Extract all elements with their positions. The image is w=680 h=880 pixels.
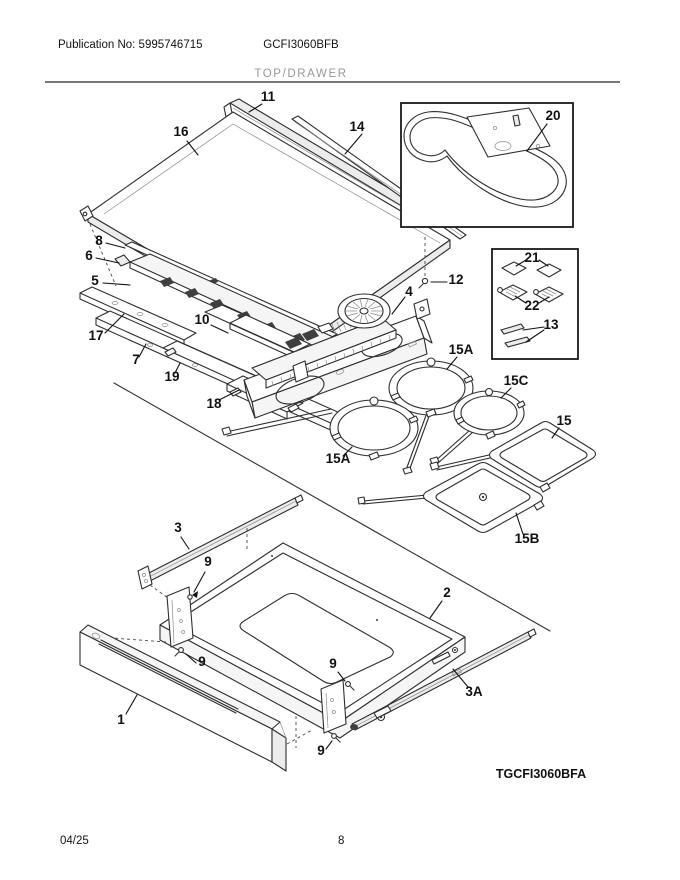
callout-15: 15 xyxy=(556,413,572,428)
element-15B-plate xyxy=(357,461,545,534)
callout-8: 8 xyxy=(95,233,103,248)
callout-6: 6 xyxy=(85,248,93,263)
callout-7: 7 xyxy=(132,352,140,367)
callout-12: 12 xyxy=(448,272,463,287)
projection-dash xyxy=(286,729,313,745)
screw-9-a xyxy=(187,591,198,600)
callout-13: 13 xyxy=(543,317,559,332)
callout-11: 11 xyxy=(261,89,276,104)
callout-10: 10 xyxy=(194,312,209,327)
seal-21-right xyxy=(536,263,562,278)
vent-slots xyxy=(271,334,391,387)
callout-15C: 15C xyxy=(504,373,529,388)
callout-4: 4 xyxy=(405,284,413,299)
callout-15A-left: 15A xyxy=(326,451,351,466)
callout-9-c: 9 xyxy=(329,656,337,671)
section-title: TOP/DRAWER xyxy=(254,68,347,80)
section-divider-line xyxy=(113,382,551,632)
callout-3A: 3A xyxy=(465,684,483,699)
burner-box-4 xyxy=(243,315,433,419)
projection-dash xyxy=(89,223,117,287)
seal-22-right xyxy=(533,286,564,303)
drawer-front-panel-1 xyxy=(79,624,287,772)
drawer-slide-rail-3 xyxy=(137,494,304,590)
callout-5: 5 xyxy=(91,273,99,288)
footer-page-number: 8 xyxy=(338,835,344,847)
leader-lines xyxy=(95,103,560,750)
callout-17: 17 xyxy=(88,328,103,343)
drawer-slide-rail-3A xyxy=(350,628,537,731)
callout-20: 20 xyxy=(545,108,560,123)
footer-date: 04/25 xyxy=(60,835,89,847)
clip-6 xyxy=(114,254,131,267)
model-number: GCFI3060BFB xyxy=(263,39,339,51)
callout-9-b: 9 xyxy=(198,654,206,669)
clip-13-b xyxy=(504,336,531,348)
seal-22-left xyxy=(497,284,528,301)
callout-18: 18 xyxy=(206,396,222,411)
callout-3: 3 xyxy=(174,520,182,535)
callout-labels: 11 16 14 20 8 6 5 17 7 10 19 18 4 12 21 … xyxy=(85,89,572,758)
callout-16: 16 xyxy=(173,124,189,139)
callout-15A-right: 15A xyxy=(449,342,474,357)
callout-2: 2 xyxy=(443,585,451,600)
callout-19: 19 xyxy=(164,369,179,384)
drawer-pan-2 xyxy=(159,542,466,739)
callout-1: 1 xyxy=(117,712,125,727)
callout-14: 14 xyxy=(349,119,365,134)
element-15A-left xyxy=(221,396,419,461)
inset-box-clips xyxy=(491,248,579,360)
publication-number: Publication No: 5995746715 xyxy=(58,39,203,51)
blower-fan xyxy=(337,293,431,329)
screw-9-b xyxy=(174,647,184,657)
seal-21-left xyxy=(501,261,527,276)
callout-9-a: 9 xyxy=(204,554,212,569)
diagram-code: TGCFI3060BFA xyxy=(496,767,586,781)
screw-12 xyxy=(418,234,429,289)
slide-bracket-front xyxy=(320,679,347,734)
projection-dash xyxy=(149,584,169,599)
screw-9-c xyxy=(345,681,355,691)
element-15-plate xyxy=(429,420,597,493)
element-15A-right xyxy=(388,357,474,475)
screw-9-d xyxy=(331,733,341,743)
callout-21: 21 xyxy=(524,250,540,265)
callout-15B: 15B xyxy=(515,531,540,546)
callout-9-d: 9 xyxy=(317,743,325,758)
clip-13-a xyxy=(500,323,525,335)
callout-22: 22 xyxy=(524,298,539,313)
inset-box-gasket xyxy=(400,102,574,228)
slide-bracket-left xyxy=(166,586,194,648)
